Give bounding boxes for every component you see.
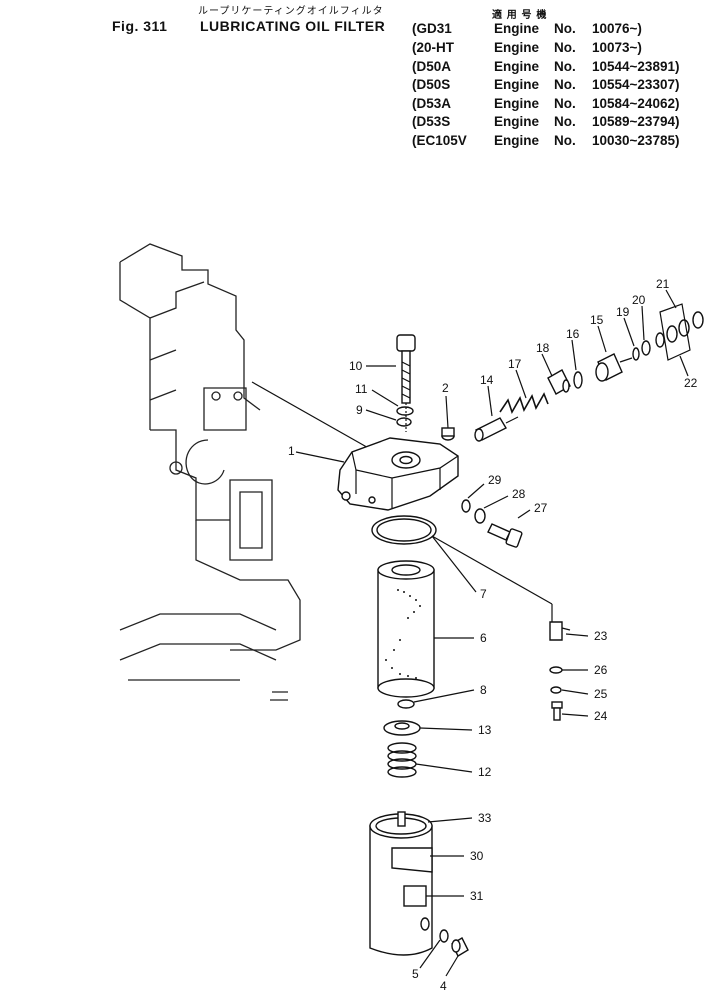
callout-2: 2: [442, 381, 449, 395]
range-cell: 10030~23785): [592, 133, 680, 148]
callout-16: 16: [566, 327, 580, 341]
no-cell: No.: [554, 114, 576, 129]
engine-cell: Engine: [494, 114, 540, 129]
callout-22: 22: [684, 376, 698, 390]
callout-15: 15: [590, 313, 604, 327]
model-cell: (EC105V: [412, 133, 467, 148]
callout-13: 13: [478, 723, 492, 737]
figure-title: LUBRICATING OIL FILTER: [200, 18, 386, 34]
callout-30: 30: [470, 849, 484, 863]
filter-case-33: [369, 811, 433, 956]
callout-10: 10: [349, 359, 363, 373]
filter-head-1: [337, 437, 459, 511]
callout-6: 6: [480, 631, 487, 645]
engine-cell: Engine: [494, 96, 540, 111]
engine-cell: Engine: [494, 133, 540, 148]
washer-set-21-22: [655, 303, 704, 361]
connector-14: [474, 416, 519, 442]
callout-9: 9: [356, 403, 363, 417]
o-ring-16b: [573, 371, 583, 389]
drain-plug-4: [451, 937, 469, 957]
callout-7: 7: [480, 587, 487, 601]
label-30: [391, 847, 433, 873]
callout-31: 31: [470, 889, 484, 903]
callout-23: 23: [594, 629, 608, 643]
engine-cell: Engine: [494, 77, 540, 92]
plate-31: [403, 885, 427, 907]
bolt-24: [551, 701, 563, 721]
callout-labels: 1 2 4 5 6 7 8 9 10 11 12 13 14: [288, 277, 698, 993]
callout-33: 33: [478, 811, 492, 825]
washer-29: [461, 499, 471, 513]
clip-23: [549, 621, 571, 641]
no-cell: No.: [554, 21, 576, 36]
callout-25: 25: [594, 687, 608, 701]
model-cell: (D53S: [412, 114, 451, 129]
model-cell: (20-HT: [412, 40, 455, 55]
model-cell: (D53A: [412, 96, 452, 111]
no-cell: No.: [554, 96, 576, 111]
bolt-27: [487, 523, 523, 548]
callout-18: 18: [536, 341, 550, 355]
filter-element-6: [377, 560, 435, 698]
range-cell: 10584~24062): [592, 96, 680, 111]
range-cell: 10554~23307): [592, 77, 680, 92]
o-ring-16a: [562, 379, 570, 393]
callout-20: 20: [632, 293, 646, 307]
no-cell: No.: [554, 133, 576, 148]
callout-12: 12: [478, 765, 492, 779]
engine-cell: Engine: [494, 21, 540, 36]
callout-26: 26: [594, 663, 608, 677]
no-cell: No.: [554, 59, 576, 74]
washer-19: [632, 347, 640, 361]
engine-block-outline: [119, 243, 301, 701]
callout-29: 29: [488, 473, 502, 487]
washer-5: [439, 929, 449, 943]
callout-1: 1: [288, 444, 295, 458]
serial-heading: 適 用 号 機: [492, 10, 548, 21]
model-cell: (D50A: [412, 59, 452, 74]
callout-5: 5: [412, 967, 419, 981]
bolt-10: [396, 334, 416, 404]
washer-25: [550, 686, 562, 694]
callout-11: 11: [355, 382, 368, 396]
callout-21: 21: [656, 277, 670, 291]
o-ring-8: [397, 699, 415, 709]
plug-15: [595, 353, 633, 382]
washer-28: [474, 508, 486, 524]
no-cell: No.: [554, 40, 576, 55]
engine-cell: Engine: [494, 40, 540, 55]
range-cell: 10076~): [592, 21, 642, 36]
spring-17: [499, 392, 549, 414]
japanese-title: ループリケーティングオイルフィルタ: [198, 6, 384, 17]
callout-24: 24: [594, 709, 608, 723]
model-cell: (D50S: [412, 77, 451, 92]
callout-28: 28: [512, 487, 526, 501]
no-cell: No.: [554, 77, 576, 92]
callout-4: 4: [440, 979, 447, 993]
o-ring-9: [396, 417, 412, 427]
range-cell: 10073~): [592, 40, 642, 55]
washer-11: [396, 406, 414, 416]
figure-number: Fig. 311: [112, 18, 168, 34]
callout-14: 14: [480, 373, 494, 387]
washer-26: [549, 666, 563, 674]
engine-cell: Engine: [494, 59, 540, 74]
model-cell: (GD31: [412, 21, 452, 36]
callout-19: 19: [616, 305, 630, 319]
callout-8: 8: [480, 683, 487, 697]
range-cell: 10544~23891): [592, 59, 680, 74]
washer-20: [641, 340, 651, 356]
callout-17: 17: [508, 357, 522, 371]
spring-seat-13: [383, 720, 421, 736]
range-cell: 10589~23794): [592, 114, 680, 129]
clip-guide-line: [431, 535, 553, 605]
gasket-7: [371, 515, 437, 545]
mounting-guide-line: [251, 381, 373, 451]
plug-2: [441, 427, 455, 441]
callout-27: 27: [534, 501, 548, 515]
spring-12: [387, 742, 417, 778]
